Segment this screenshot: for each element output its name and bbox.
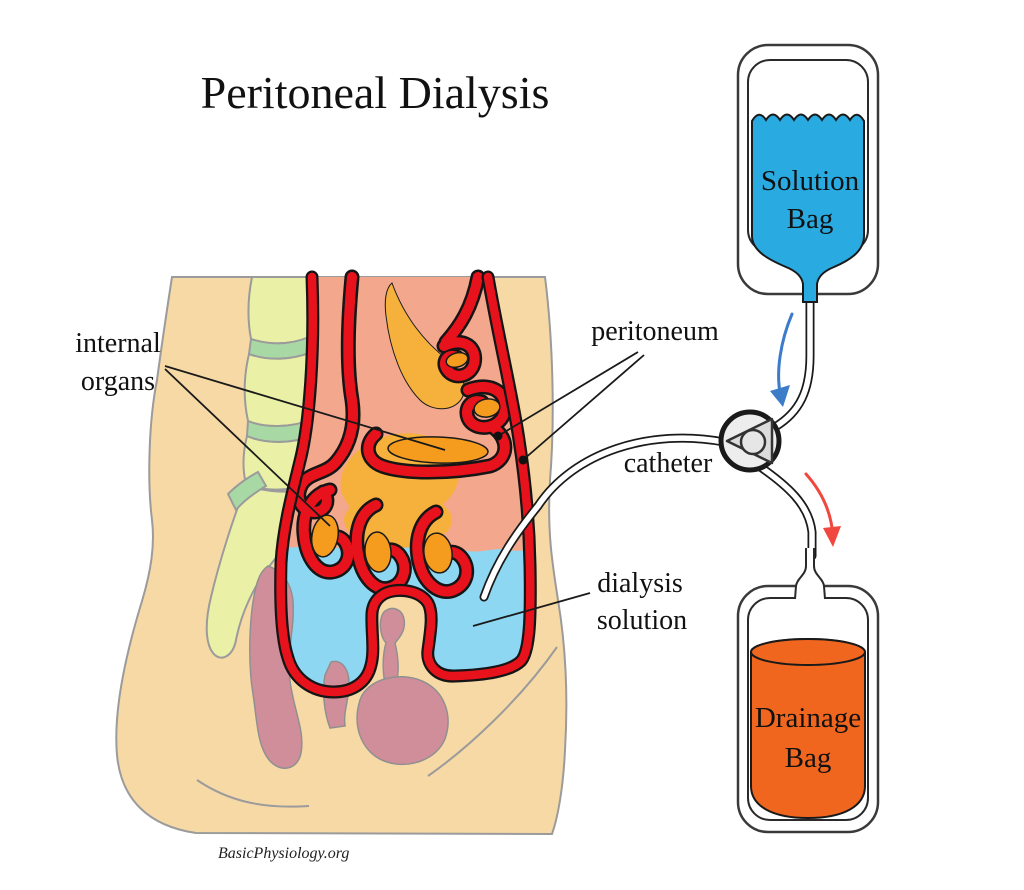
drainage-bag: Drainage Bag xyxy=(736,548,880,834)
solution-bag-fluid xyxy=(751,113,865,303)
outflow-arrow-icon xyxy=(804,472,841,547)
solution-bag-label: Solution xyxy=(761,165,860,197)
internal-organs-pointer xyxy=(164,365,446,451)
sigmoid-colon xyxy=(379,607,406,685)
buttock-crease xyxy=(196,779,310,808)
peritoneum-marker-dot xyxy=(493,431,503,441)
label-internal-organs: organs xyxy=(81,366,155,397)
peritoneum-pointer xyxy=(522,354,645,461)
torso-illustration xyxy=(115,269,568,836)
catheter-tube xyxy=(479,433,729,602)
spinal-disc xyxy=(226,470,268,512)
organ-segment xyxy=(445,351,469,369)
label-catheter: catheter xyxy=(624,448,713,479)
intestines xyxy=(291,269,513,599)
vertebra xyxy=(247,276,314,345)
tubing xyxy=(754,291,817,561)
label-internal-organs: internal xyxy=(75,328,161,359)
internal-organs-pointer xyxy=(164,368,331,527)
inflow-arrow-icon xyxy=(770,312,794,407)
peritoneum-line xyxy=(274,270,537,699)
drainage-fluid-surface xyxy=(750,638,866,666)
organ-segment xyxy=(387,436,489,464)
hip-crease xyxy=(427,646,558,777)
pointer-lines xyxy=(164,351,645,627)
solution-bag-label: Bag xyxy=(787,203,834,235)
solution-bag: Solution Bag xyxy=(736,43,880,303)
bladder xyxy=(356,676,449,766)
page-title: Peritoneal Dialysis xyxy=(201,67,550,118)
label-dialysis-solution: solution xyxy=(597,605,687,636)
organ-segment xyxy=(423,532,453,574)
drainage-bag-label: Bag xyxy=(785,742,832,774)
peritoneum-marker-dot xyxy=(518,455,528,465)
organ-segment xyxy=(364,531,392,573)
rectum xyxy=(249,565,303,769)
label-dialysis-solution: dialysis xyxy=(597,568,683,599)
peritoneum-pointer xyxy=(497,351,639,437)
drainage-bag-neck xyxy=(795,548,825,599)
pelvic-organs xyxy=(249,565,449,769)
label-peritoneum: peritoneum xyxy=(591,316,719,347)
dialysis-solution-pointer xyxy=(472,592,591,627)
internal-organs xyxy=(310,351,501,574)
drainage-bag-label: Drainage xyxy=(755,702,861,734)
attribution-text: BasicPhysiology.org xyxy=(218,845,349,862)
valve-icon xyxy=(718,409,782,473)
organ-segment xyxy=(310,514,340,558)
organ-segment xyxy=(473,398,501,418)
